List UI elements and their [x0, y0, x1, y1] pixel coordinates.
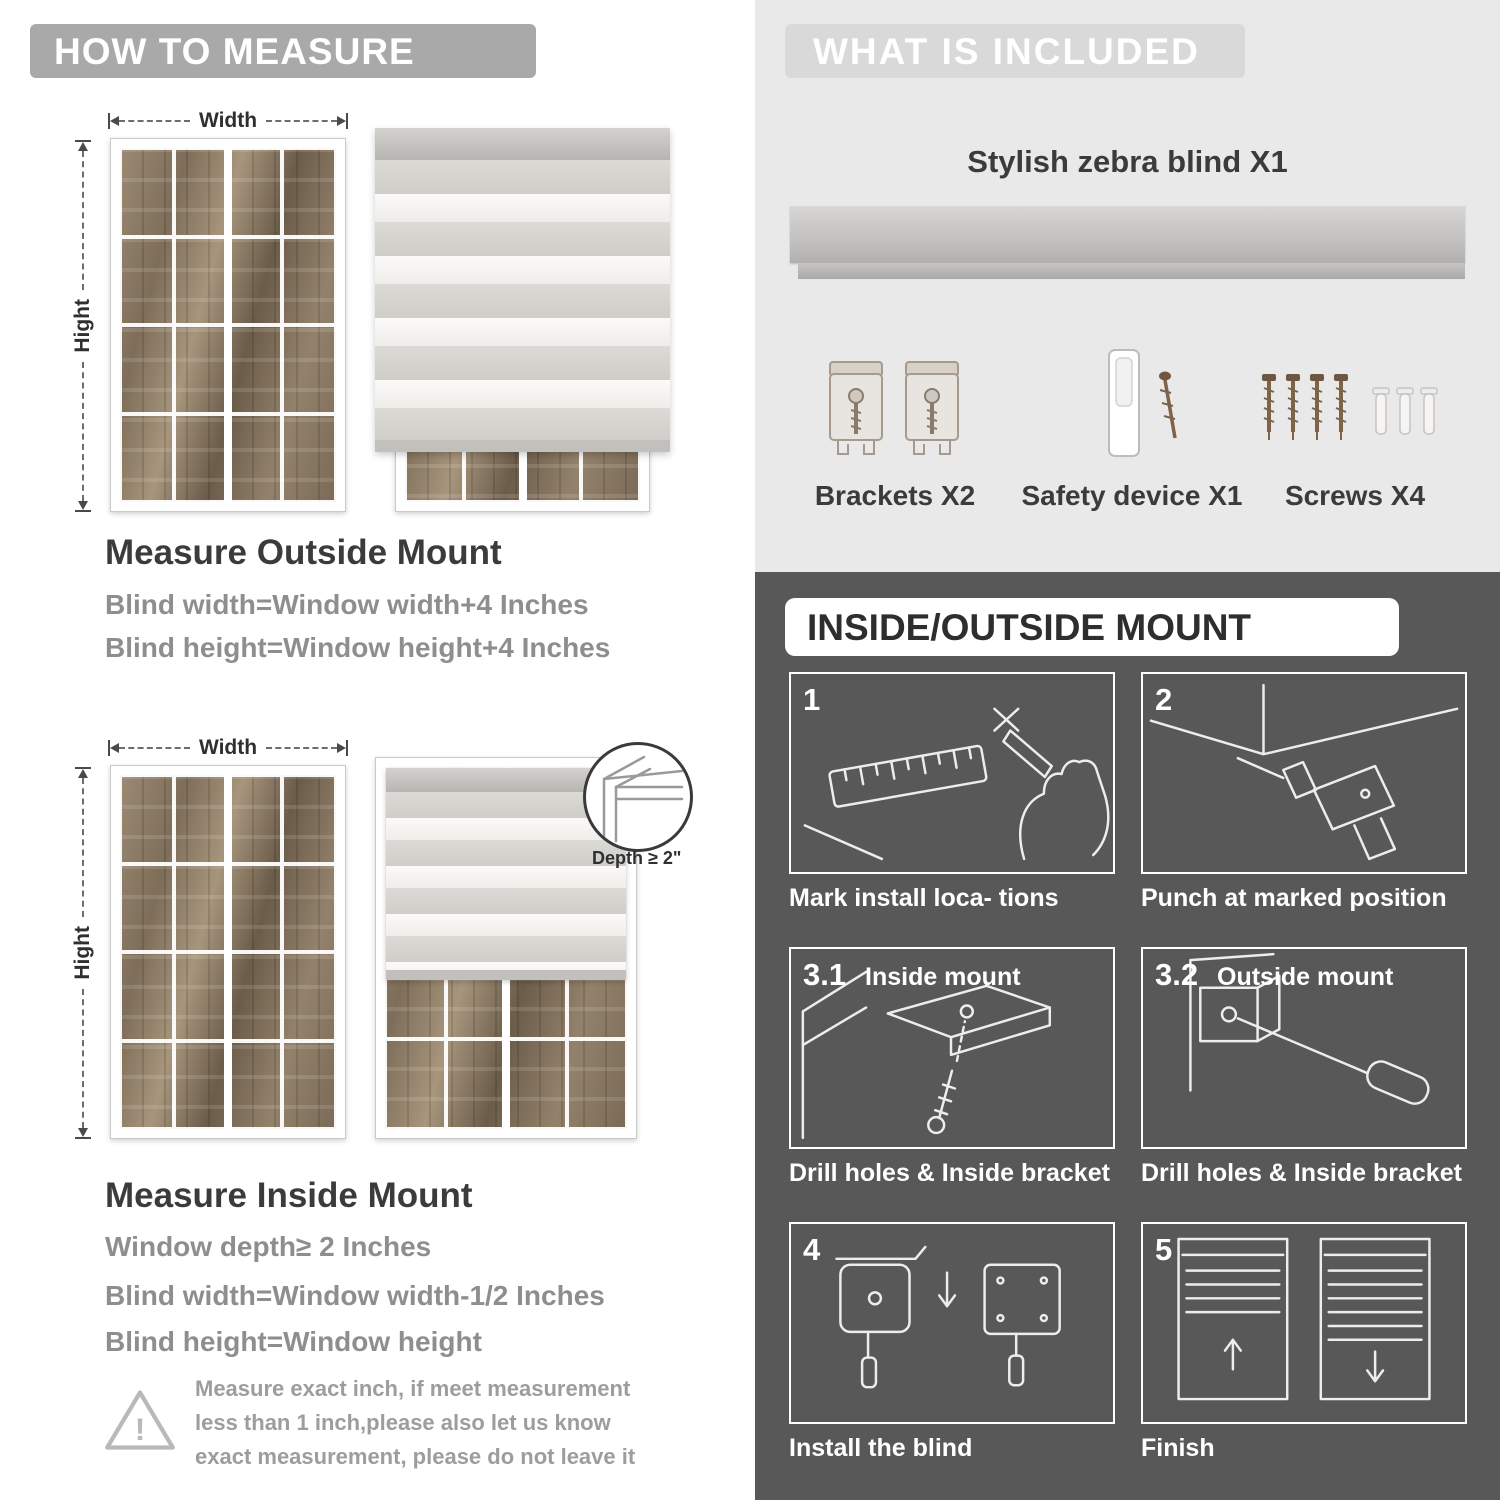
zebra-blind [375, 128, 670, 452]
step-number: 3.1 [803, 957, 847, 992]
inside-mount-line2: Blind width=Window width-1/2 Inches [105, 1280, 605, 1311]
step-caption: Drill holes & Inside bracket [1141, 1159, 1462, 1187]
window-pane-grid [120, 148, 336, 502]
safety-device-icon [1108, 349, 1177, 457]
blind-zebra-stripes [375, 160, 670, 440]
what-is-included-title: WHAT IS INCLUDED [813, 31, 1200, 72]
blind-bottom-rail [375, 440, 670, 452]
height-label-inside: Hight [71, 926, 94, 980]
screws-icon [1260, 372, 1438, 442]
step-caption: Install the blind [789, 1434, 973, 1462]
mount-banner: INSIDE/OUTSIDE MOUNT [785, 598, 1399, 656]
step-1: 1 Mark install loca- tions [789, 672, 1115, 913]
width-arrow-inside: Width [108, 736, 348, 759]
step-caption: Punch at marked position [1141, 884, 1447, 912]
blind-quantity-label: Stylish zebra blind X1 [967, 144, 1288, 179]
step-inner-label: Outside mount [1217, 963, 1394, 991]
step-3-2: 3.2 Outside mount Drill holes & Inside b… [1141, 947, 1467, 1188]
included-item-brackets: Brackets X2 [785, 338, 1005, 512]
height-arrow-outside: Hight [71, 140, 94, 512]
step-number: 3.2 [1155, 957, 1199, 992]
drill-icon [1149, 683, 1459, 861]
height-arrow-inside: Hight [71, 767, 94, 1139]
window-photo-outside [110, 138, 346, 512]
mount-instructions-section: INSIDE/OUTSIDE MOUNT [755, 572, 1500, 1500]
window-frame [110, 138, 346, 512]
inside-mount-line1: Window depth≥ 2 Inches [105, 1231, 432, 1262]
step-3-1: 3.1 Inside mount Drill holes & Inside br… [789, 947, 1115, 1188]
step-1-box: 1 [789, 672, 1115, 874]
depth-detail-circle [583, 742, 693, 852]
warning-icon: ! [105, 1390, 175, 1450]
window-photo-inside [110, 765, 346, 1139]
window-center-mullion [224, 775, 232, 1129]
step-number: 1 [803, 682, 821, 717]
width-label-inside: Width [198, 736, 258, 759]
how-to-measure-title: HOW TO MEASURE [54, 31, 415, 72]
step-inner-label: Inside mount [865, 963, 1021, 991]
depth-label: Depth ≥ 2" [592, 848, 682, 868]
step-4: 4 Install the blind [789, 1222, 1115, 1463]
step-caption: Mark install loca- tions [789, 884, 1059, 912]
width-arrow-outside: Width [108, 109, 348, 132]
safety-device-label: Safety device X1 [1021, 480, 1243, 511]
inside-mount-title: Measure Inside Mount [105, 1176, 473, 1215]
inside-bracket-icon [801, 970, 1052, 1140]
outside-bracket-icon [1189, 952, 1430, 1105]
window-corner-detail-icon [602, 755, 684, 843]
blind-zebra-stripes [386, 792, 626, 970]
included-item-safety-device: Safety device X1 [1017, 338, 1247, 512]
step-2: 2 Punch at marked position [1141, 672, 1467, 913]
step-number: 2 [1155, 682, 1173, 717]
included-item-screws: Screws X4 [1249, 338, 1461, 512]
width-label-outside: Width [198, 109, 258, 132]
mount-steps-grid: 1 Mark install loca- tions [789, 672, 1469, 1463]
brackets-label: Brackets X2 [814, 480, 976, 511]
headrail-face [790, 205, 1465, 263]
height-label-outside: Hight [71, 299, 94, 353]
step-2-box: 2 [1141, 672, 1467, 874]
how-to-measure-banner: HOW TO MEASURE [30, 24, 536, 78]
blind-headrail [375, 128, 670, 160]
window-frame [110, 765, 346, 1139]
install-blind-icon [835, 1245, 1061, 1389]
brackets-icon [828, 360, 960, 456]
step-5-box: 5 [1141, 1222, 1467, 1424]
step-3-1-box: 3.1 Inside mount [789, 947, 1115, 1149]
step-number: 5 [1155, 1232, 1173, 1267]
headrail-lip [798, 263, 1465, 279]
step-caption: Drill holes & Inside bracket [789, 1159, 1110, 1187]
mark-locations-icon [803, 707, 1110, 861]
warning-exclamation: ! [135, 1411, 146, 1447]
zebra-blind-headrail-illustration [790, 205, 1465, 279]
outside-mount-line2: Blind height=Window height+4 Inches [105, 632, 611, 663]
zebra-blind [386, 768, 626, 980]
finish-blinds-icon [1177, 1237, 1431, 1401]
window-center-mullion [224, 148, 232, 502]
step-caption: Finish [1141, 1434, 1215, 1462]
what-is-included-section: WHAT IS INCLUDED Stylish zebra blind X1 [755, 0, 1500, 572]
what-is-included-banner: WHAT IS INCLUDED [785, 24, 1245, 78]
outside-mount-line1: Blind width=Window width+4 Inches [105, 589, 589, 620]
inside-mount-line3: Blind height=Window height [105, 1326, 482, 1357]
screws-label: Screws X4 [1284, 480, 1426, 511]
mount-title: INSIDE/OUTSIDE MOUNT [807, 607, 1252, 648]
zebra-blind-outside-illustration [375, 128, 670, 512]
blind-bottom-rail [386, 970, 626, 980]
step-5: 5 Finish [1141, 1222, 1467, 1463]
step-4-box: 4 [789, 1222, 1115, 1424]
outside-mount-title: Measure Outside Mount [105, 533, 502, 572]
step-3-2-box: 3.2 Outside mount [1141, 947, 1467, 1149]
measure-note: ! Measure exact inch, if meet measuremen… [103, 1372, 683, 1474]
measure-note-text: Measure exact inch, if meet measurement … [195, 1376, 636, 1470]
step-number: 4 [803, 1232, 821, 1267]
